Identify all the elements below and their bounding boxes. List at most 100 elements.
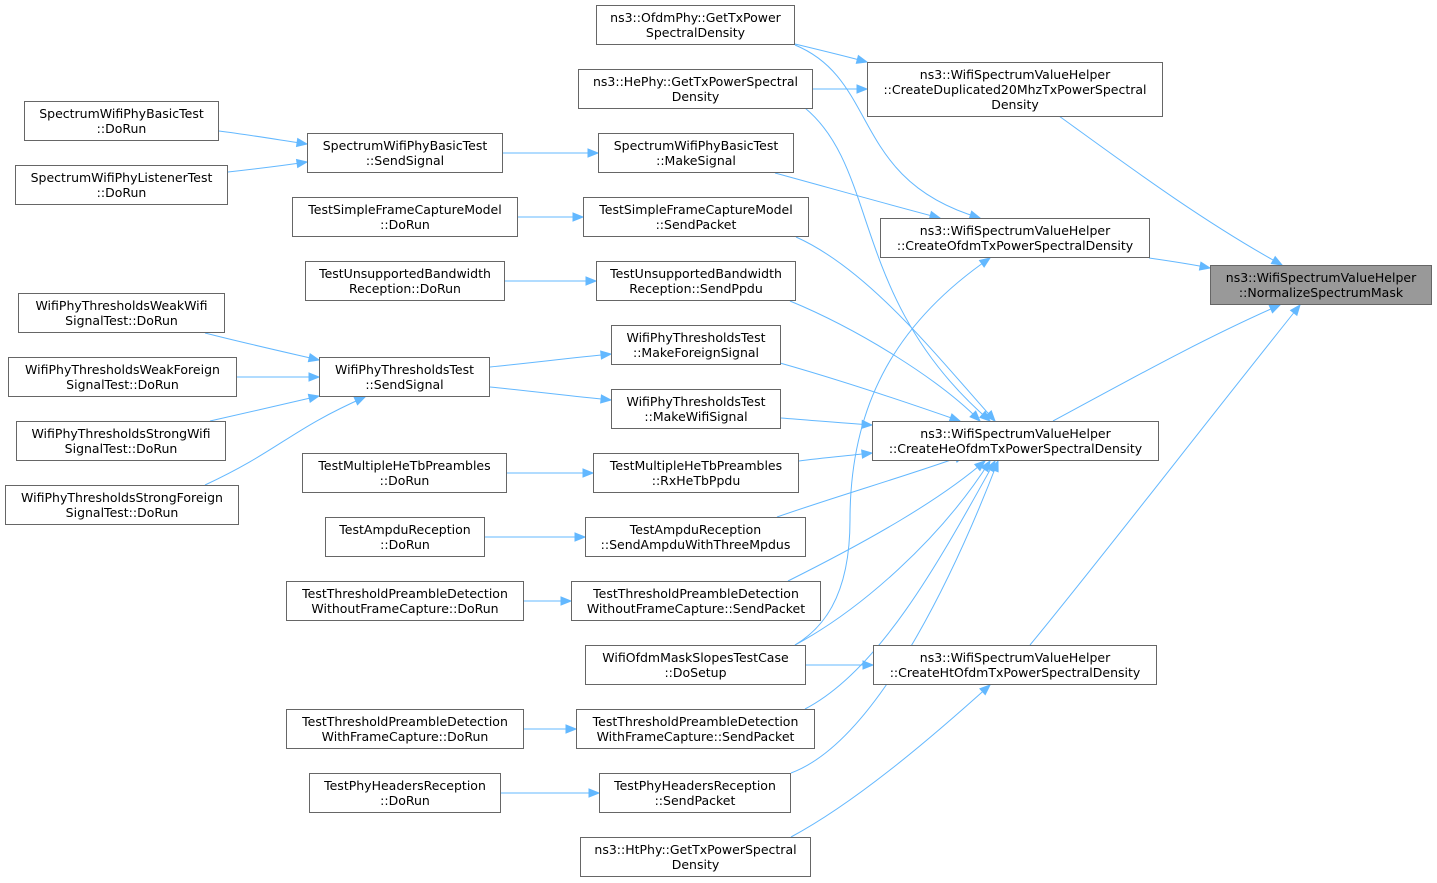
node-create-ht-ofdm-tx-psd[interactable]: ns3::WifiSpectrumValueHelper::CreateHtOf… [873,645,1157,685]
edge-arrowhead [307,393,321,404]
call-edge [776,454,966,518]
node-ofdm-mask-slopes-do-setup[interactable]: WifiOfdmMaskSlopesTestCase::DoSetup [585,645,806,685]
call-edge [204,332,320,361]
call-edge [790,460,999,774]
call-edge [227,161,308,173]
node-spectrum-basic-do-run[interactable]: SpectrumWifiPhyBasicTest::DoRun [24,101,219,141]
node-label-line: ns3::WifiSpectrumValueHelper [919,650,1111,665]
edge-arrowhead [861,419,874,430]
call-edge [218,130,308,145]
call-edge [209,395,320,422]
call-edge [1058,115,1283,266]
node-label-line: TestAmpduReception [339,522,471,537]
node-label-line: TestMultipleHeTbPreambles [609,458,783,473]
node-label-line: ::DoRun [96,121,147,136]
node-label-line: ::SendPacket [655,217,737,232]
node-phy-headers-send-packet[interactable]: TestPhyHeadersReception::SendPacket [599,773,791,813]
node-ampdu-do-run[interactable]: TestAmpduReception::DoRun [325,517,485,557]
node-multiple-he-tb-rx-ppdu[interactable]: TestMultipleHeTbPreambles::RxHeTbPpdu [593,453,799,493]
node-ampdu-send-three-mpdus[interactable]: TestAmpduReception::SendAmpduWithThreeMp… [585,517,806,557]
node-label-line: TestSimpleFrameCaptureModel [599,202,793,217]
edge-arrowhead [861,449,874,459]
call-edge [790,684,991,838]
node-create-he-ofdm-tx-psd[interactable]: ns3::WifiSpectrumValueHelper::CreateHeOf… [872,421,1159,461]
node-label-line: TestPhyHeadersReception [614,778,776,793]
node-normalize-spectrum-mask: ns3::WifiSpectrumValueHelper::NormalizeS… [1210,265,1432,305]
node-phy-headers-do-run[interactable]: TestPhyHeadersReception::DoRun [309,773,501,813]
node-label-line: SpectrumWifiPhyListenerTest [30,170,213,185]
call-edge [804,460,996,710]
node-label-line: ::SendSignal [365,153,445,168]
node-spectrum-listener-do-run[interactable]: SpectrumWifiPhyListenerTest::DoRun [15,165,228,205]
node-label-line: ::CreateHtOfdmTxPowerSpectralDensity [889,665,1141,680]
edge-arrowhead [574,532,587,542]
node-create-duplicated-20mhz-tx-psd[interactable]: ns3::WifiSpectrumValueHelper::CreateDupl… [867,62,1163,117]
edge-arrowhead [565,724,578,734]
node-label-line: TestUnsupportedBandwidth [319,266,491,281]
node-simple-frame-capture-send-packet[interactable]: TestSimpleFrameCaptureModel::SendPacket [583,197,809,237]
node-label-line: WifiOfdmMaskSlopesTestCase [602,650,789,665]
edge-arrowhead [978,257,992,268]
node-label-line: SpectrumWifiPhyBasicTest [39,106,204,121]
node-label-line: TestAmpduReception [629,522,762,537]
call-edge [794,257,991,646]
node-label-line: ::DoRun [380,217,430,232]
edge-arrowhead [1289,303,1301,317]
edge-arrowhead [308,372,321,382]
node-create-ofdm-tx-psd[interactable]: ns3::WifiSpectrumValueHelper::CreateOfdm… [880,218,1150,258]
node-label-line: ::DoRun [380,793,430,808]
node-label-line: ::MakeSignal [656,153,736,168]
edge-arrowhead [353,396,367,406]
node-label-line: TestThresholdPreambleDetection [593,586,799,601]
node-label-line: TestThresholdPreambleDetection [592,714,799,729]
node-thresholds-make-wifi-signal[interactable]: WifiPhyThresholdsTest::MakeWifiSignal [611,389,781,429]
call-edge [1029,304,1301,646]
node-spectrum-basic-make-signal[interactable]: SpectrumWifiPhyBasicTest::MakeSignal [598,133,794,173]
call-edge [789,300,981,422]
node-thresholds-make-foreign-signal[interactable]: WifiPhyThresholdsTest::MakeForeignSignal [611,325,781,365]
node-simple-frame-capture-do-run[interactable]: TestSimpleFrameCaptureModel::DoRun [292,197,518,237]
call-edge [794,460,991,646]
edge-arrowhead [307,353,321,363]
edge-arrowhead [862,660,875,670]
call-edge [1052,304,1281,422]
edge-arrowhead [978,410,992,422]
call-edge [204,396,366,486]
node-label-line: WithoutFrameCapture::DoRun [311,601,499,616]
node-label-line: ::DoRun [96,185,147,200]
node-label-line: TestThresholdPreambleDetection [302,714,508,729]
node-label-line: Density [671,89,720,104]
node-label-line: ::DoRun [379,473,430,488]
node-label-line: WifiPhyThresholdsTest [626,330,766,345]
node-thresholds-send-signal[interactable]: WifiPhyThresholdsTest::SendSignal [319,357,490,397]
node-label-line: Reception::DoRun [349,281,461,296]
edge-arrowhead [600,394,613,404]
node-label-line: ::DoRun [380,537,430,552]
call-edge [798,452,873,462]
call-edge [779,362,961,422]
node-label-line: WifiPhyThresholdsTest [626,394,766,409]
node-spectrum-basic-send-signal[interactable]: SpectrumWifiPhyBasicTest::SendSignal [307,133,503,173]
node-multiple-he-tb-do-run[interactable]: TestMultipleHeTbPreambles::DoRun [302,453,507,493]
node-label-line: SignalTest::DoRun [66,377,179,392]
edge-arrowhead [582,468,595,478]
node-label-line: TestSimpleFrameCaptureModel [308,202,502,217]
call-edge [489,353,612,368]
node-label-line: ns3::HtPhy::GetTxPowerSpectral [594,842,797,857]
node-label-line: WithFrameCapture::SendPacket [596,729,795,744]
node-label-line: TestMultipleHeTbPreambles [318,458,491,473]
